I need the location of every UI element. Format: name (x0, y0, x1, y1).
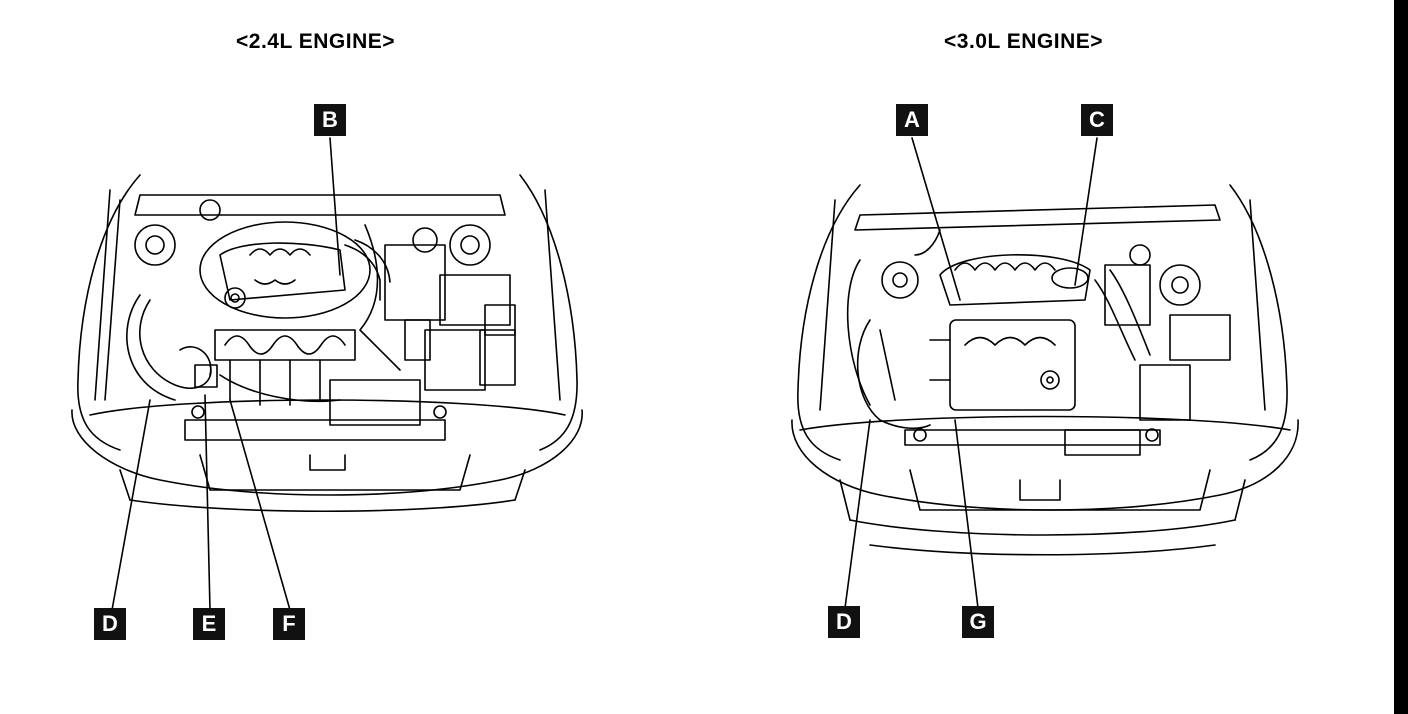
callout-d-right: D (828, 606, 860, 638)
diagram-2-4l-engine (71, 137, 583, 611)
page-edge-bar (1394, 0, 1408, 714)
callout-c: C (1081, 104, 1113, 136)
callout-a: A (896, 104, 928, 136)
callout-b: B (314, 104, 346, 136)
title-3-0l-engine: <3.0L ENGINE> (944, 30, 1104, 53)
callout-e: E (193, 608, 225, 640)
diagram-3-0l-engine (791, 137, 1299, 609)
callout-g: G (962, 606, 994, 638)
callout-f: F (273, 608, 305, 640)
callout-d-left: D (94, 608, 126, 640)
title-2-4l-engine: <2.4L ENGINE> (236, 30, 396, 53)
